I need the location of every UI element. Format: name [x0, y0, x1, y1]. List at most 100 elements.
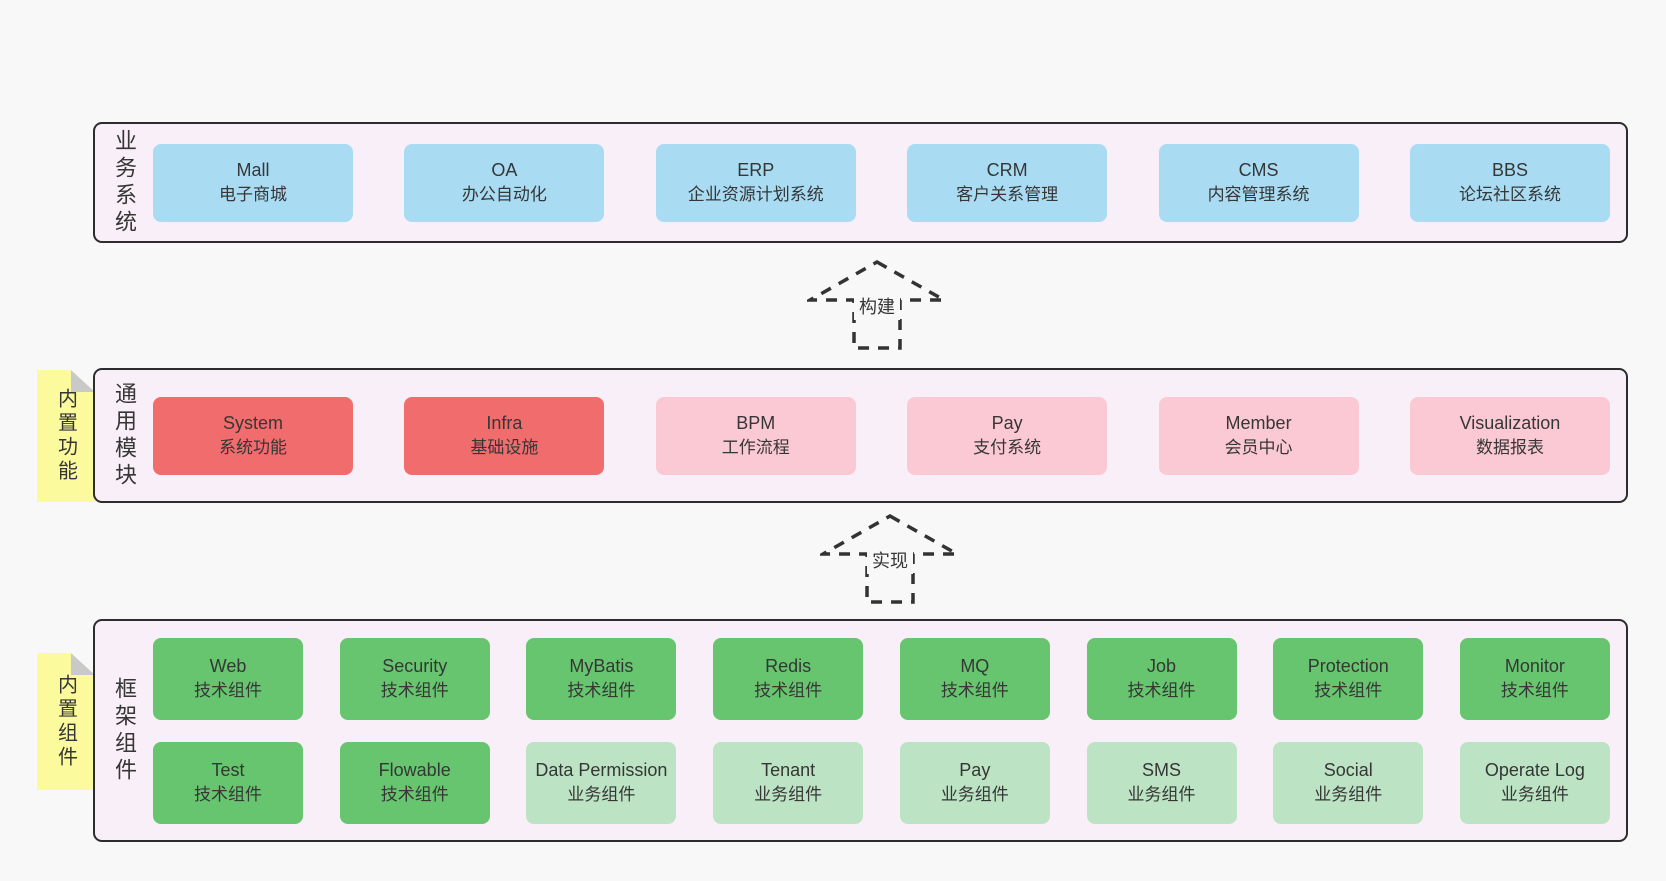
implement-arrow: 实现	[820, 514, 960, 604]
box-security: Security 技术组件	[339, 637, 490, 720]
layer-business-systems: 业务系统 Mall 电子商城 OA 办公自动化 ERP 企业资源计划系统 CRM…	[93, 122, 1628, 243]
layer-common-modules: 通用模块 System 系统功能 Infra 基础设施 BPM 工作流程 Pay…	[93, 368, 1628, 503]
box-title: MQ	[960, 656, 990, 677]
box-monitor: Monitor 技术组件	[1459, 637, 1610, 720]
box-title: Mall	[236, 160, 270, 181]
box-sms: SMS 业务组件	[1086, 741, 1237, 824]
box-member: Member 会员中心	[1158, 396, 1359, 475]
box-subtitle: 技术组件	[194, 681, 262, 701]
box-title: BPM	[736, 413, 776, 434]
box-subtitle: 工作流程	[721, 438, 790, 458]
box-subtitle: 技术组件	[380, 785, 449, 805]
box-subtitle: 办公自动化	[461, 185, 547, 205]
note-builtin-components: 内置组件	[37, 653, 95, 790]
layer-rows: Mall 电子商城 OA 办公自动化 ERP 企业资源计划系统 CRM 客户关系…	[153, 124, 1626, 241]
box-social: Social 业务组件	[1273, 741, 1424, 824]
box-title: Flowable	[378, 760, 451, 781]
box-bpm: BPM 工作流程	[655, 396, 856, 475]
box-title: Data Permission	[535, 760, 668, 781]
box-title: Operate Log	[1484, 760, 1585, 781]
box-bbs: BBS 论坛社区系统	[1409, 143, 1610, 222]
layer-label: 框架组件	[112, 676, 137, 785]
box-title: ERP	[737, 160, 775, 181]
box-title: Protection	[1307, 656, 1389, 677]
box-title: CMS	[1238, 160, 1279, 181]
box-title: CRM	[986, 160, 1028, 181]
box-data-permission: Data Permission 业务组件	[526, 741, 677, 824]
box-title: Redis	[765, 656, 812, 677]
box-subtitle: 技术组件	[380, 681, 449, 701]
note-text: 内置组件	[54, 673, 77, 770]
box-title: Visualization	[1459, 413, 1561, 434]
box-infra: Infra 基础设施	[404, 396, 605, 475]
box-title: Monitor	[1504, 656, 1565, 677]
box-operate-log: Operate Log 业务组件	[1459, 741, 1610, 824]
box-mq: MQ 技术组件	[899, 637, 1050, 720]
box-title: Web	[209, 656, 247, 677]
box-job: Job 技术组件	[1086, 637, 1237, 720]
box-subtitle: 会员中心	[1224, 438, 1293, 458]
box-title: Pay	[959, 760, 991, 781]
box-title: OA	[491, 160, 518, 181]
box-subtitle: 业务组件	[754, 785, 823, 805]
box-erp: ERP 企业资源计划系统	[655, 143, 856, 222]
box-oa: OA 办公自动化	[404, 143, 605, 222]
box-web: Web 技术组件	[153, 637, 303, 720]
box-test: Test 技术组件	[153, 741, 303, 824]
box-title: Tenant	[761, 760, 816, 781]
box-subtitle: 业务组件	[567, 785, 636, 805]
box-subtitle: 内容管理系统	[1207, 185, 1310, 205]
box-subtitle: 数据报表	[1475, 438, 1544, 458]
note-builtin-features: 内置功能	[37, 370, 95, 502]
folded-corner-icon	[71, 653, 95, 675]
layer-rows: Web 技术组件 Security 技术组件 MyBatis 技术组件 Redi…	[153, 621, 1626, 840]
layer-framework-components: 框架组件 Web 技术组件 Security 技术组件 MyBatis 技术组件…	[93, 619, 1628, 842]
box-title: BBS	[1491, 160, 1528, 181]
folded-corner-icon	[71, 370, 95, 392]
box-subtitle: 技术组件	[940, 681, 1009, 701]
box-subtitle: 业务组件	[1500, 785, 1569, 805]
box-mall: Mall 电子商城	[153, 143, 353, 222]
box-row: Test 技术组件 Flowable 技术组件 Data Permission …	[153, 741, 1610, 824]
box-row: System 系统功能 Infra 基础设施 BPM 工作流程 Pay 支付系统…	[153, 396, 1610, 475]
box-row: Web 技术组件 Security 技术组件 MyBatis 技术组件 Redi…	[153, 637, 1610, 720]
box-subtitle: 电子商城	[219, 185, 287, 205]
box-crm: CRM 客户关系管理	[907, 143, 1108, 222]
box-cms: CMS 内容管理系统	[1158, 143, 1359, 222]
box-title: Job	[1147, 656, 1177, 677]
box-subtitle: 技术组件	[567, 681, 636, 701]
layer-rows: System 系统功能 Infra 基础设施 BPM 工作流程 Pay 支付系统…	[153, 370, 1626, 501]
box-subtitle: 论坛社区系统	[1458, 185, 1561, 205]
box-title: Infra	[486, 413, 523, 434]
box-title: Pay	[991, 413, 1023, 434]
box-protection: Protection 技术组件	[1273, 637, 1424, 720]
box-subtitle: 技术组件	[1314, 681, 1383, 701]
box-subtitle: 技术组件	[754, 681, 823, 701]
box-row: Mall 电子商城 OA 办公自动化 ERP 企业资源计划系统 CRM 客户关系…	[153, 143, 1610, 222]
box-title: Test	[211, 760, 245, 781]
box-system: System 系统功能	[153, 396, 353, 475]
box-redis: Redis 技术组件	[713, 637, 864, 720]
box-subtitle: 系统功能	[219, 438, 287, 458]
note-text: 内置功能	[54, 388, 77, 484]
layer-label: 通用模块	[112, 381, 137, 490]
box-subtitle: 技术组件	[1127, 681, 1196, 701]
box-subtitle: 基础设施	[470, 438, 539, 458]
box-subtitle: 业务组件	[940, 785, 1009, 805]
layer-label: 业务系统	[112, 128, 137, 237]
box-title: MyBatis	[569, 656, 634, 677]
box-title: Member	[1225, 413, 1292, 434]
dashed-up-arrow-icon	[820, 514, 960, 604]
arrow-label: 实现	[867, 550, 913, 574]
box-subtitle: 客户关系管理	[956, 185, 1059, 205]
box-title: Security	[382, 656, 448, 677]
box-subtitle: 支付系统	[973, 438, 1042, 458]
box-subtitle: 技术组件	[194, 785, 262, 805]
build-arrow: 构建	[807, 260, 947, 350]
box-title: System	[222, 413, 283, 434]
box-tenant: Tenant 业务组件	[713, 741, 864, 824]
box-subtitle: 业务组件	[1314, 785, 1383, 805]
box-subtitle: 企业资源计划系统	[687, 185, 824, 205]
box-flowable: Flowable 技术组件	[339, 741, 490, 824]
